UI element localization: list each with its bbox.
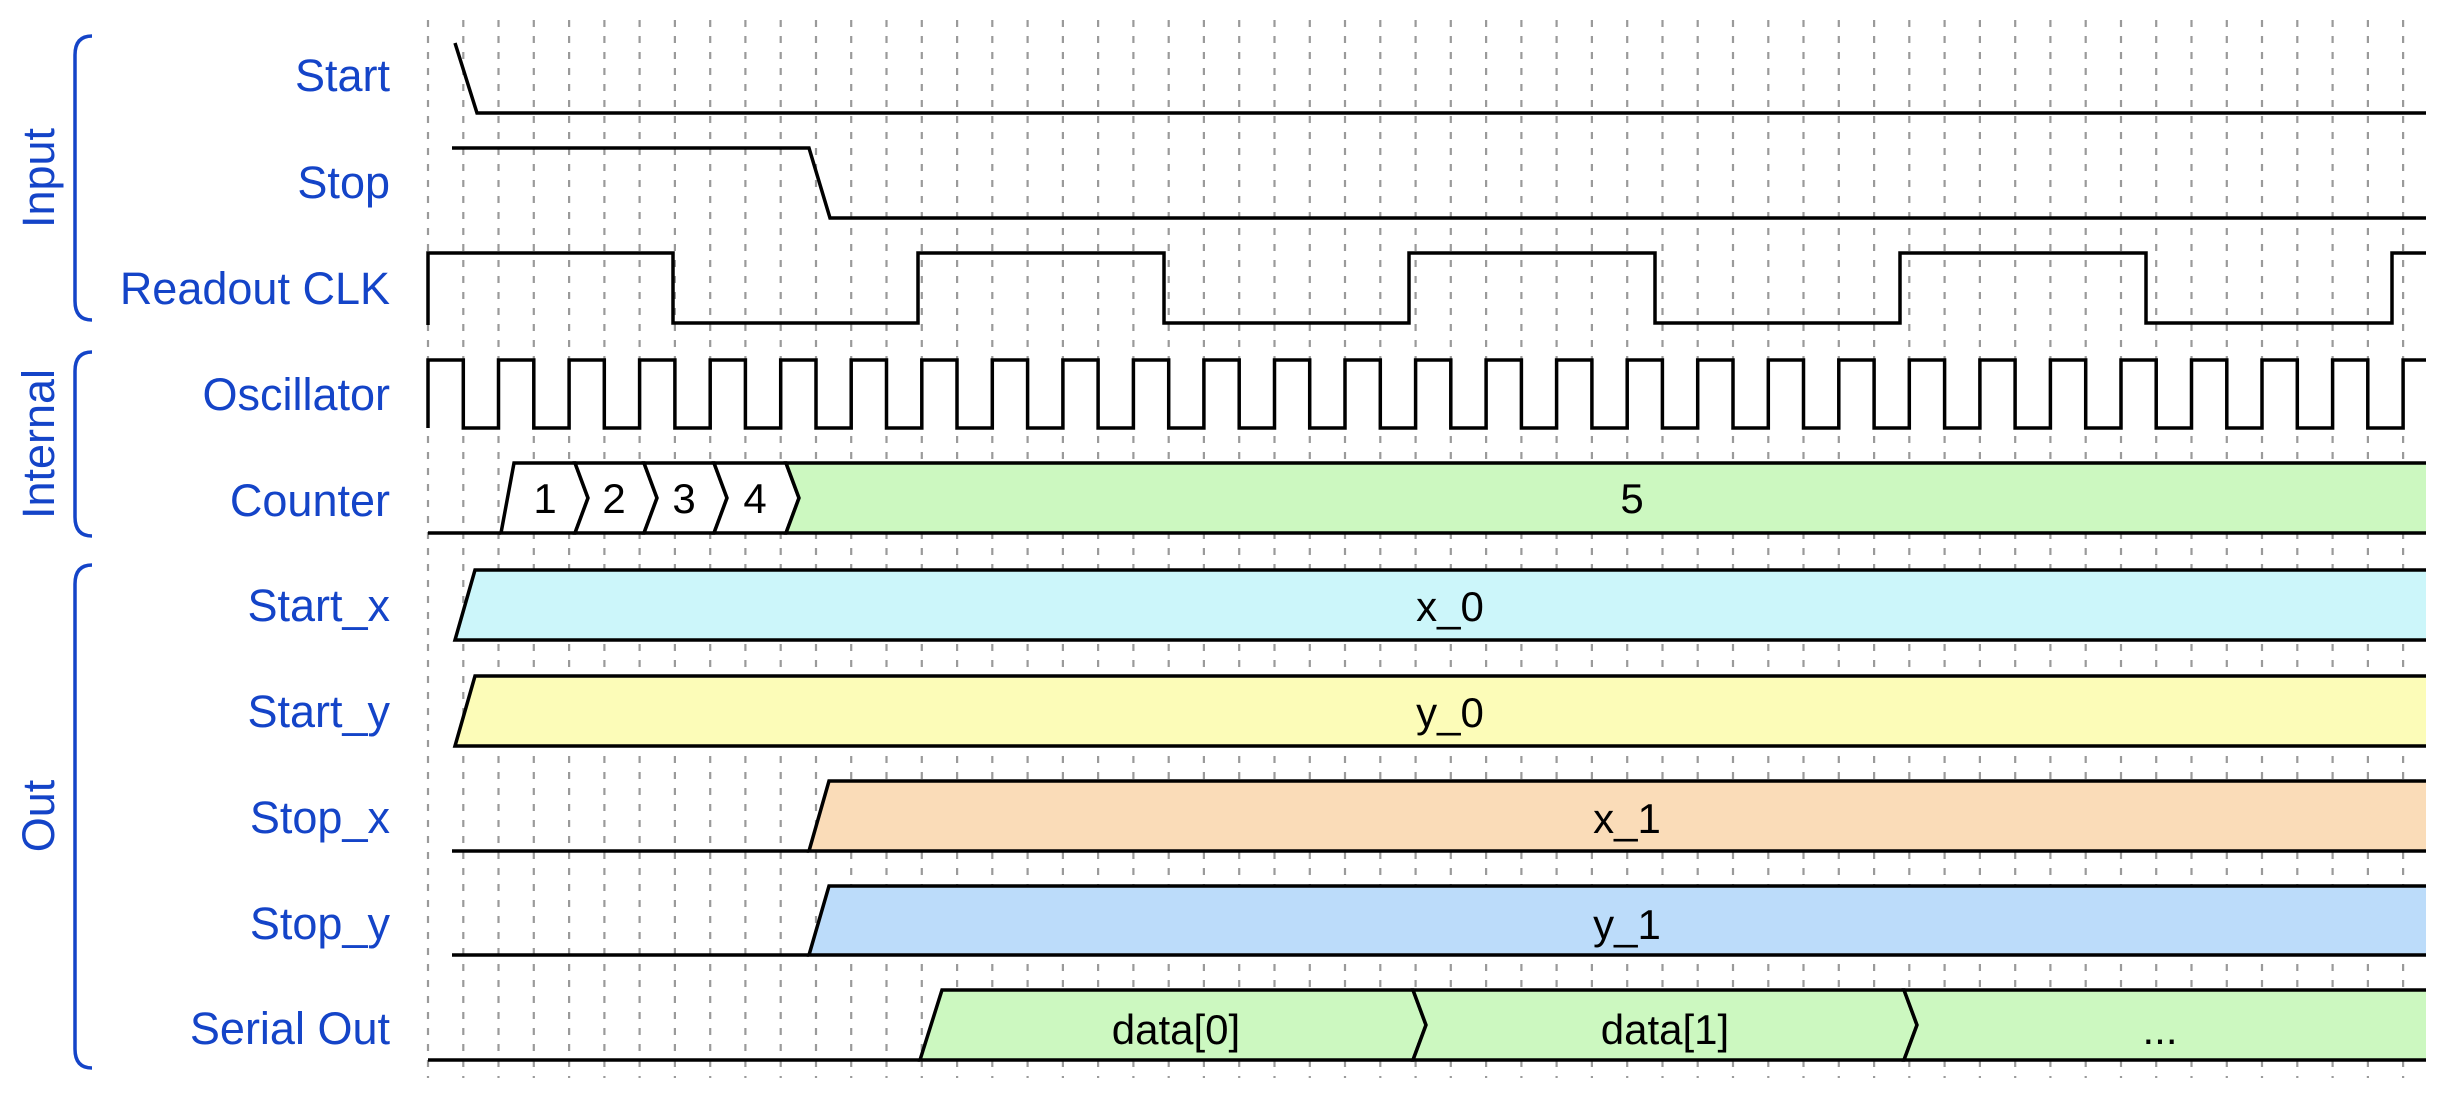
bus-start-x: x_0: [452, 568, 2426, 642]
bus-counter: 1 2 3 4 5: [428, 461, 2426, 535]
signal-label-stop-x: Stop_x: [250, 792, 391, 843]
group-brace-internal: [73, 350, 93, 538]
signal-label-start-y: Start_y: [247, 686, 390, 737]
signal-label-stop-y: Stop_y: [250, 898, 391, 949]
group-internal: Internal: [13, 350, 93, 538]
serial-out-value-1: data[1]: [1601, 1006, 1729, 1053]
serial-out-value-2: ...: [2142, 1006, 2177, 1053]
start-x-value: x_0: [1416, 583, 1484, 630]
stop-y-value: y_1: [1593, 901, 1661, 948]
start-y-segment: [452, 674, 2426, 748]
waveform-stop: [452, 146, 2426, 220]
serial-out-value-0: data[0]: [1112, 1006, 1240, 1053]
stop-y-segment: [806, 884, 2426, 957]
signal-label-start-x: Start_x: [247, 580, 390, 631]
counter-value-3: 3: [672, 475, 695, 522]
waveform-start: [453, 42, 2426, 115]
group-label-out: Out: [13, 779, 64, 852]
signal-label-start: Start: [295, 50, 391, 101]
waveform-readout-clk: [426, 251, 2426, 325]
stop-x-value: x_1: [1593, 795, 1661, 842]
signal-label-readout-clk: Readout CLK: [120, 263, 390, 314]
signal-label-serial-out: Serial Out: [190, 1003, 391, 1054]
group-label-internal: Internal: [13, 369, 64, 519]
signal-label-oscillator: Oscillator: [202, 369, 390, 420]
waveform-oscillator: [426, 358, 2426, 430]
group-label-input: Input: [13, 127, 64, 228]
counter-value-2: 2: [602, 475, 625, 522]
group-input: Input: [13, 34, 93, 322]
counter-segment-5: [783, 461, 2426, 535]
bus-serial-out: data[0] data[1] ...: [428, 988, 2426, 1062]
group-out: Out: [13, 563, 93, 1070]
counter-value-1: 1: [533, 475, 556, 522]
signal-labels: Start Stop Readout CLK Oscillator Counte…: [120, 50, 391, 1054]
bus-start-y: y_0: [452, 674, 2426, 748]
stop-x-segment: [806, 779, 2426, 853]
group-brace-input: [73, 34, 93, 322]
signal-label-counter: Counter: [230, 475, 390, 526]
bus-stop-y: y_1: [452, 884, 2426, 957]
start-y-value: y_0: [1416, 689, 1484, 736]
signal-label-stop: Stop: [297, 157, 390, 208]
start-x-segment: [452, 568, 2426, 642]
counter-value-4: 4: [743, 475, 766, 522]
serial-out-segment-2: [1901, 988, 2426, 1062]
counter-value-5: 5: [1620, 475, 1643, 522]
bus-stop-x: x_1: [452, 779, 2426, 853]
group-brace-out: [73, 563, 93, 1070]
